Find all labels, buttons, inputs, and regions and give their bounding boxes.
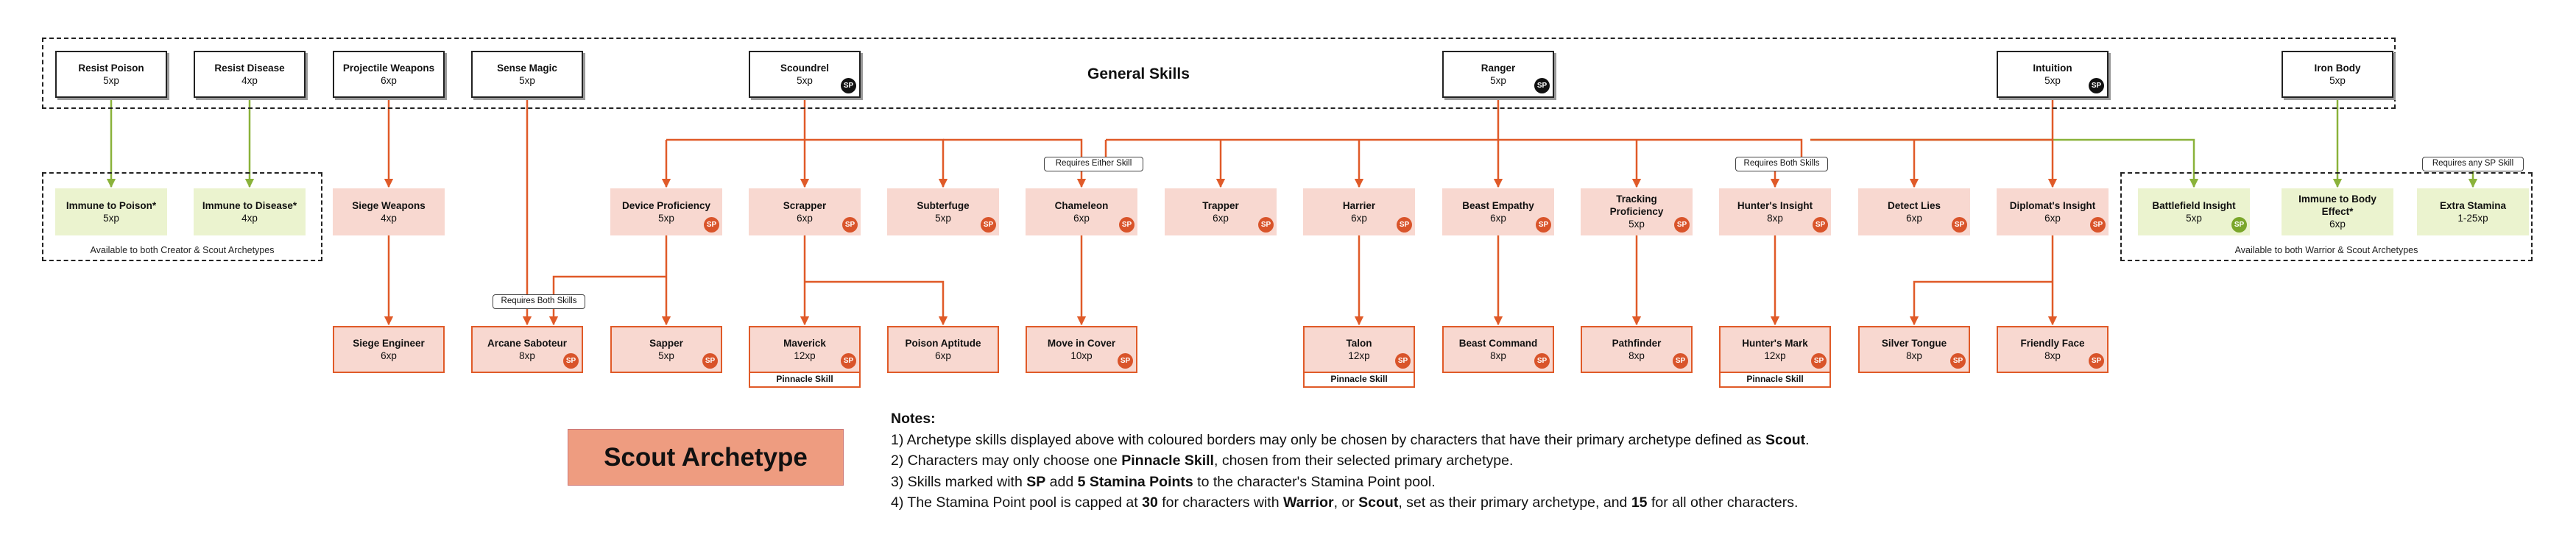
sp-badge: SP	[1813, 217, 1828, 233]
note-4: 4) The Stamina Point pool is capped at 3…	[891, 494, 1799, 511]
left-zone-label: Available to both Creator & Scout Archet…	[90, 245, 275, 255]
sp-badge: SP	[1674, 217, 1690, 233]
sp-badge: SP	[1534, 78, 1550, 93]
skill-immune-to-body-effect: Immune to Body Effect*6xp	[2282, 188, 2393, 235]
notes-heading: Notes:	[891, 411, 936, 427]
pinnacle-label-talon: Pinnacle Skill	[1303, 373, 1415, 388]
sp-badge: SP	[2231, 217, 2247, 233]
note-3: 3) Skills marked with SP add 5 Stamina P…	[891, 473, 1436, 490]
sp-badge: SP	[1950, 353, 1966, 369]
sp-badge: SP	[2089, 353, 2104, 369]
requirement-either-skill: Requires Either Skill	[1044, 157, 1143, 171]
sp-badge: SP	[1118, 353, 1133, 369]
skill-immune-to-poison: Immune to Poison*5xp	[55, 188, 167, 235]
archetype-banner: Scout Archetype	[568, 429, 844, 486]
sp-badge: SP	[1119, 217, 1135, 233]
sp-badge: SP	[841, 353, 856, 369]
sp-badge: SP	[1258, 217, 1274, 233]
right-zone-label: Available to both Warrior & Scout Archet…	[2234, 245, 2418, 255]
sp-badge: SP	[2089, 78, 2104, 93]
sp-badge: SP	[2090, 217, 2106, 233]
left-shared-zone: Available to both Creator & Scout Archet…	[42, 172, 322, 261]
general-skills-zone	[42, 38, 2396, 109]
pinnacle-label-maverick: Pinnacle Skill	[749, 373, 861, 388]
notes-block: Notes: 1) Archetype skills displayed abo…	[891, 408, 2142, 514]
sp-badge: SP	[842, 217, 858, 233]
sp-badge: SP	[563, 353, 579, 369]
sp-badge: SP	[704, 217, 719, 233]
sp-badge: SP	[1536, 217, 1551, 233]
requirement-both-skills-hunter: Requires Both Skills	[1735, 157, 1828, 171]
sp-badge: SP	[841, 78, 856, 93]
sp-badge: SP	[981, 217, 996, 233]
sp-badge: SP	[1952, 217, 1967, 233]
sp-badge: SP	[1534, 353, 1550, 369]
right-shared-zone: Available to both Warrior & Scout Archet…	[2120, 172, 2533, 261]
sp-badge: SP	[1397, 217, 1412, 233]
note-2: 2) Characters may only choose one Pinnac…	[891, 453, 1514, 469]
sp-badge: SP	[702, 353, 718, 369]
sp-badge: SP	[1673, 353, 1688, 369]
note-1: 1) Archetype skills displayed above with…	[891, 431, 1810, 448]
requirement-both-skills-arcane: Requires Both Skills	[493, 294, 585, 309]
skill-immune-to-disease: Immune to Disease*4xp	[194, 188, 306, 235]
sp-badge: SP	[1395, 353, 1411, 369]
general-skills-title: General Skills	[1087, 65, 1190, 82]
requirement-any-sp-skill: Requires any SP Skill	[2422, 157, 2524, 171]
pinnacle-label-hunters-mark: Pinnacle Skill	[1719, 373, 1831, 388]
sp-badge: SP	[1811, 353, 1827, 369]
